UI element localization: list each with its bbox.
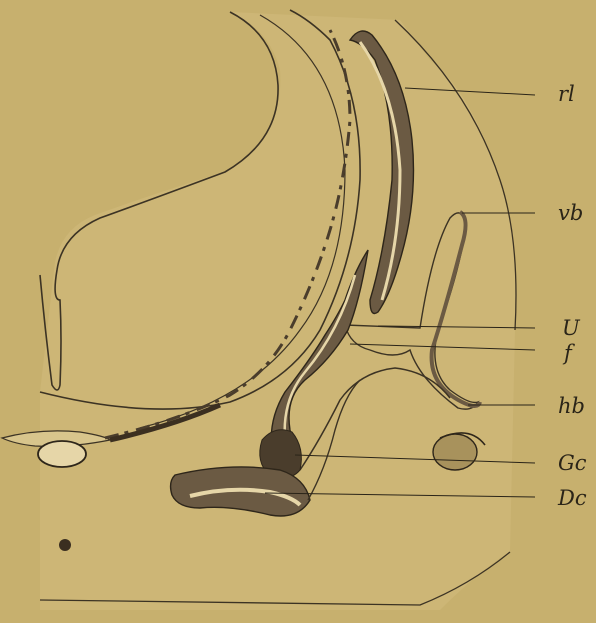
left-oval xyxy=(38,441,86,467)
label-f: f xyxy=(564,343,572,364)
label-vb: vb xyxy=(558,203,583,224)
label-Gc: Gc xyxy=(558,453,587,474)
dark-dot xyxy=(59,539,71,551)
right-nucleus xyxy=(433,434,477,470)
label-rl: rl xyxy=(558,84,575,105)
label-U: U xyxy=(562,318,580,339)
label-Dc: Dc xyxy=(558,488,587,509)
label-hb: hb xyxy=(558,396,585,417)
